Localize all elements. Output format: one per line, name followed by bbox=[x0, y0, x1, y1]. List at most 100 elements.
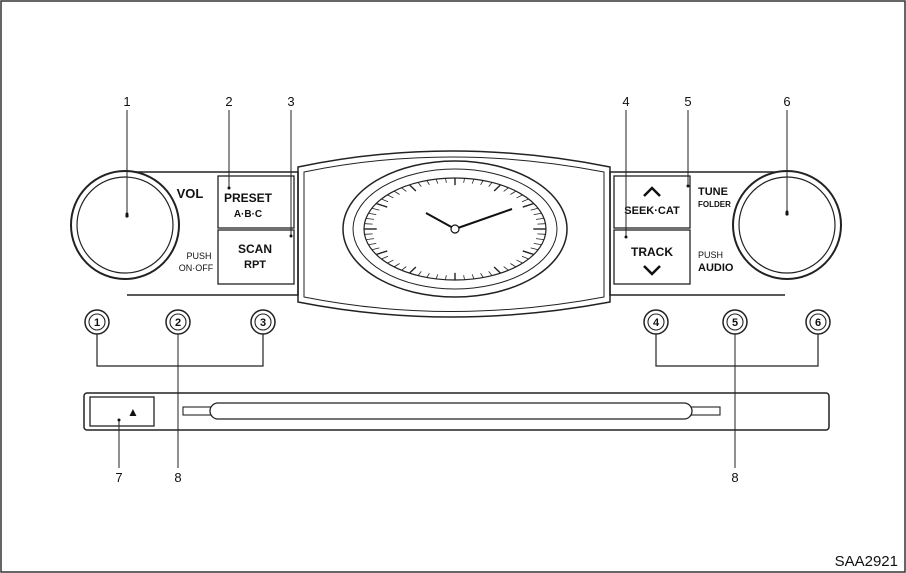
clock-tick bbox=[463, 275, 465, 280]
clock-tick bbox=[503, 187, 509, 192]
figure-code: SAA2921 bbox=[835, 553, 898, 570]
preset-button[interactable] bbox=[217, 175, 295, 229]
clock-center bbox=[450, 224, 460, 234]
clock-tick bbox=[488, 271, 493, 276]
eject-button[interactable] bbox=[89, 396, 155, 427]
clock-tick bbox=[365, 217, 375, 220]
clock-tick bbox=[426, 272, 430, 278]
clock-tick bbox=[381, 198, 389, 203]
tune-label-1: TUNE bbox=[698, 186, 728, 198]
clock-tick bbox=[365, 238, 375, 241]
clock-tick bbox=[533, 212, 542, 216]
preset-button-2[interactable]: 2 bbox=[165, 309, 191, 335]
push-onoff-label-2: ON·OFF bbox=[179, 263, 214, 273]
preset-button-inner bbox=[88, 313, 106, 331]
clock-tick bbox=[521, 255, 529, 260]
preset-button-inner bbox=[647, 313, 665, 331]
preset-button-label: 5 bbox=[732, 317, 738, 329]
clock-tick bbox=[409, 184, 417, 192]
preset-button-label: 1 bbox=[94, 317, 100, 329]
clock-tick bbox=[409, 266, 417, 274]
bracket-left bbox=[96, 334, 264, 367]
clock-tick bbox=[375, 250, 388, 256]
clock-tick bbox=[381, 255, 389, 260]
preset-button-label: 2 bbox=[175, 317, 181, 329]
eject-icon: ▲ bbox=[127, 405, 139, 419]
callout-1: 1 bbox=[123, 94, 130, 109]
clock-ticks bbox=[364, 178, 546, 280]
clock-tick bbox=[521, 198, 529, 203]
seek-cat-button[interactable] bbox=[613, 175, 691, 229]
volume-knob[interactable] bbox=[70, 170, 180, 280]
preset-button-inner bbox=[169, 313, 187, 331]
push-audio-label-1: PUSH bbox=[698, 250, 723, 260]
preset-button-inner bbox=[254, 313, 272, 331]
clock-tick bbox=[480, 272, 484, 278]
clock-tick bbox=[401, 187, 407, 192]
clock-tick bbox=[393, 190, 400, 195]
clock-tick bbox=[530, 247, 539, 251]
clock-tick bbox=[393, 263, 400, 268]
clock-tick bbox=[445, 178, 447, 183]
callout-4: 4 bbox=[622, 94, 629, 109]
clock-tick bbox=[426, 180, 430, 186]
clock-tick bbox=[535, 238, 545, 241]
clock-tick bbox=[371, 247, 380, 251]
callout-6: 6 bbox=[783, 94, 790, 109]
preset-button-label: 3 bbox=[260, 317, 266, 329]
callout-2: 2 bbox=[225, 94, 232, 109]
clock-tick bbox=[435, 274, 439, 280]
push-onoff-label-1: PUSH bbox=[186, 251, 211, 261]
clock-tick bbox=[435, 178, 439, 184]
clock-tick bbox=[522, 202, 535, 208]
scan-rpt-button[interactable] bbox=[217, 229, 295, 285]
clock-tick bbox=[533, 242, 542, 246]
clock-minute-hand bbox=[454, 208, 513, 230]
clock-tick bbox=[503, 266, 509, 271]
preset-button-label: 6 bbox=[815, 317, 821, 329]
cd-slot[interactable] bbox=[209, 402, 693, 420]
clock-tick bbox=[516, 194, 523, 199]
clock-tick bbox=[516, 259, 523, 264]
callout-7: 7 bbox=[115, 470, 122, 485]
clock-tick bbox=[535, 217, 545, 220]
callout-5: 5 bbox=[684, 94, 691, 109]
preset-label-2: A·B·C bbox=[234, 209, 262, 220]
clock-hour-hand bbox=[425, 212, 456, 230]
preset-button-3[interactable]: 3 bbox=[250, 309, 276, 335]
preset-button-inner bbox=[809, 313, 827, 331]
chevron-up-icon bbox=[643, 186, 661, 197]
clock-tick bbox=[522, 250, 535, 256]
clock-tick bbox=[471, 178, 475, 184]
push-audio-label-2: AUDIO bbox=[698, 262, 734, 274]
preset-button-5[interactable]: 5 bbox=[722, 309, 748, 335]
track-label: TRACK bbox=[631, 245, 673, 259]
bracket-right bbox=[655, 334, 819, 367]
clock-tick bbox=[387, 194, 394, 199]
preset-button-6[interactable]: 6 bbox=[805, 309, 831, 335]
preset-label-1: PRESET bbox=[224, 191, 273, 205]
clock-tick bbox=[401, 266, 407, 271]
clock-tick bbox=[488, 182, 493, 187]
scan-label-1: SCAN bbox=[238, 242, 272, 256]
preset-button-4[interactable]: 4 bbox=[643, 309, 669, 335]
preset-button-label: 4 bbox=[653, 317, 660, 329]
preset-buttons: 1 2 3 4 5 6 bbox=[84, 309, 831, 335]
clock-tick bbox=[480, 180, 484, 186]
preset-button-1[interactable]: 1 bbox=[84, 309, 110, 335]
clock-tick bbox=[387, 259, 394, 264]
callout-8-right: 8 bbox=[731, 470, 738, 485]
clock-tick bbox=[371, 207, 380, 211]
vol-label: VOL bbox=[177, 186, 204, 201]
clock-tick bbox=[368, 212, 377, 216]
clock-tick bbox=[417, 182, 422, 187]
scan-label-2: RPT bbox=[244, 259, 266, 271]
clock-tick bbox=[368, 242, 377, 246]
clock-tick bbox=[445, 275, 447, 280]
clock-tick bbox=[510, 190, 517, 195]
clock-tick bbox=[417, 271, 422, 276]
chevron-down-icon bbox=[643, 265, 661, 276]
leader-lines bbox=[118, 110, 788, 468]
clock-tick bbox=[510, 263, 517, 268]
